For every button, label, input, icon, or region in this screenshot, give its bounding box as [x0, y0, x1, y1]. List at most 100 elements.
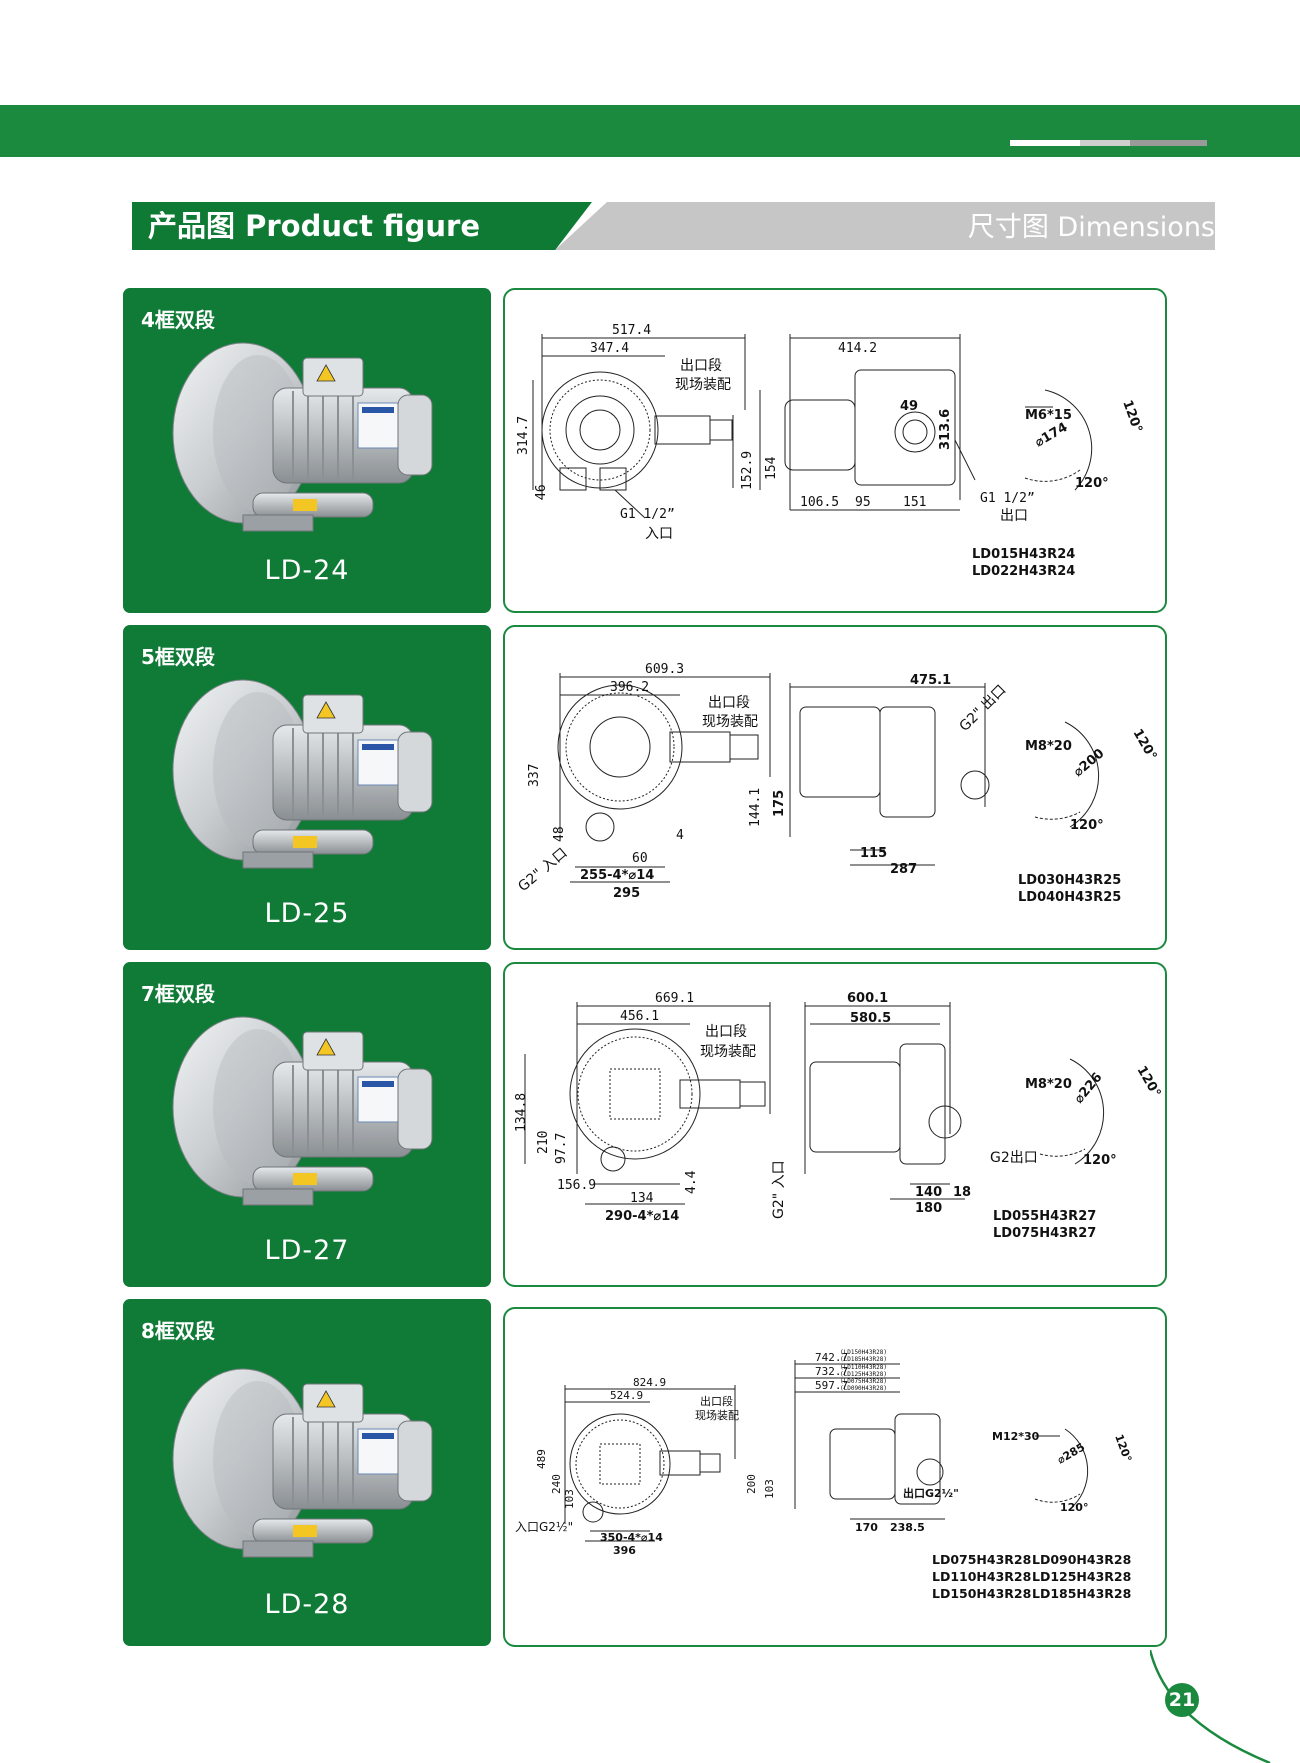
dim-210: 210 [536, 1131, 551, 1154]
dim-49: 49 [900, 399, 918, 414]
product-figure-title: 产品图 Product figure [148, 209, 480, 243]
model-code-list: LD055H43R27 LD075H43R27 [993, 1208, 1096, 1242]
stripe-deco-2 [1080, 140, 1130, 146]
angle-2: 120° [1083, 1153, 1117, 1168]
dim-b1: 115 [860, 846, 887, 861]
dim-small: 46 [534, 484, 549, 500]
model-code: LD030H43R25 [1018, 873, 1122, 888]
dim-97: 97.7 [554, 1133, 569, 1164]
angle-2: 120° [1075, 476, 1109, 491]
dim-len-3: 597.7 [815, 1379, 848, 1392]
dim-b2: 238.5 [890, 1521, 925, 1534]
dim-height: 337 [527, 764, 542, 787]
angle-1: 120° [1112, 1433, 1134, 1464]
frame-title: 5框双段 [141, 645, 215, 669]
dim-200: 200 [745, 1474, 758, 1494]
outlet-label: G2" 出口 [957, 682, 1010, 735]
pcd: ⌀174 [1033, 420, 1071, 450]
dimension-drawing: 669.1 456.1 出口段 现场装配 134.8 210 97.7 156.… [514, 991, 1164, 1224]
dimension-card-ld28: 824.9 524.9 出口段 现场装配 489 240 103 200 入口G… [503, 1307, 1167, 1647]
model-name: LD-25 [264, 898, 350, 929]
dimension-card-ld27: 669.1 456.1 出口段 现场装配 134.8 210 97.7 156.… [503, 962, 1167, 1287]
angle-2: 120° [1070, 818, 1104, 833]
dim-overall: 609.3 [645, 662, 684, 677]
bolt-spec: M6*15 [1025, 408, 1072, 423]
foot-width: 396 [613, 1544, 636, 1557]
pcd: ⌀285 [1055, 1441, 1087, 1467]
dim-body: 524.9 [610, 1389, 643, 1402]
outlet-note-2: 现场装配 [695, 1408, 739, 1422]
len-3-note-2: (LD090H43R28) [840, 1385, 887, 1392]
model-code-list: LD030H43R25 LD040H43R25 [1018, 872, 1121, 906]
angle-1: 120° [1119, 398, 1145, 435]
dim-small: 48 [552, 826, 567, 842]
model-code: LD150H43R28 [932, 1586, 1032, 1601]
dim-foot-134: 134 [630, 1191, 654, 1206]
dimension-drawing: 824.9 524.9 出口段 现场装配 489 240 103 200 入口G… [515, 1349, 1134, 1557]
outlet-label: 出口G2½" [903, 1486, 959, 1500]
outlet-note-1: 出口段 [680, 358, 722, 374]
dim-b2: 287 [890, 862, 917, 877]
model-name: LD-28 [264, 1589, 350, 1620]
dim-side-overall: 600.1 [847, 991, 888, 1006]
dim-foot-60: 60 [632, 851, 648, 866]
dim-overall: 517.4 [612, 323, 651, 338]
dim-b1: 140 [915, 1185, 942, 1200]
len-1-note-1: (LD150H43R28) [840, 1349, 887, 1356]
dimension-drawing: 609.3 396.2 出口段 现场装配 337 48 144.1 4 60 2… [515, 662, 1160, 901]
foot-width: 295 [613, 886, 640, 901]
dim-center: 152.9 [740, 451, 755, 490]
outlet-spec: G1 1/2” [980, 491, 1035, 506]
outlet-label: 出口 [1000, 508, 1028, 524]
model-code: LD110H43R28 [932, 1569, 1032, 1584]
dim-side-height: 154 [764, 456, 779, 480]
outlet-note-1: 出口段 [705, 1024, 747, 1040]
dim-body: 456.1 [620, 1009, 659, 1024]
outlet-note-2: 现场装配 [702, 714, 758, 730]
product-card-ld28: 8框双段 LD-28 [123, 1299, 491, 1646]
stripe-deco-1 [1010, 140, 1080, 146]
blower-photo [172, 1368, 433, 1558]
model-code: LD075H43R28 [932, 1552, 1032, 1567]
inlet-label: 入口G2½" [515, 1520, 573, 1534]
outlet-note-1: 出口段 [708, 695, 750, 711]
blower-photo [172, 342, 433, 532]
dim-b1: 170 [855, 1521, 878, 1534]
model-name: LD-24 [264, 555, 350, 586]
dimension-card-ld24: 517.4 347.4 出口段 现场装配 314.7 46 152.9 154 … [503, 288, 1167, 613]
inlet-spec: G1 1/2” [620, 507, 675, 522]
dim-b1: 106.5 [800, 495, 839, 510]
dim-103: 103 [563, 1489, 576, 1509]
dim-240: 240 [550, 1474, 563, 1494]
foot-holes: 290-4*⌀14 [605, 1209, 679, 1224]
angle-1: 120° [1130, 727, 1160, 764]
dim-b3: 180 [915, 1201, 942, 1216]
dim-b2: 95 [855, 495, 871, 510]
top-band [0, 105, 1300, 157]
dim-4: 4.4 [684, 1170, 699, 1194]
dim-b2: 18 [953, 1185, 971, 1200]
dim-overall: 824.9 [633, 1376, 666, 1389]
dim-side-h: 313.6 [938, 409, 953, 450]
model-code-list: LD015H43R24 LD022H43R24 [972, 546, 1075, 580]
bolt-spec: M12*30 [992, 1430, 1040, 1443]
dim-body: 396.2 [610, 680, 649, 695]
model-code: LD055H43R27 [993, 1209, 1097, 1224]
dim-4: 4 [676, 828, 684, 843]
frame-title: 8框双段 [141, 1319, 215, 1343]
dim-side-height: 175 [772, 790, 787, 817]
stripe-deco-3 [1130, 140, 1207, 146]
len-3-note-1: (LD075H43R28) [840, 1378, 887, 1385]
product-card-ld24: 4框双段 LD-24 [123, 288, 491, 613]
model-code-list: LD075H43R28 LD090H43R28 LD110H43R28 LD12… [932, 1551, 1132, 1602]
dim-height: 134.8 [514, 1093, 529, 1132]
frame-title: 7框双段 [141, 982, 215, 1006]
foot-holes: 350-4*⌀14 [600, 1531, 663, 1544]
foot-holes: 255-4*⌀14 [580, 868, 654, 883]
dim-overall: 669.1 [655, 991, 694, 1006]
angle-1: 120° [1134, 1064, 1164, 1101]
product-card-ld27: 7框双段 LD-27 [123, 962, 491, 1287]
outlet-note-2: 现场装配 [675, 377, 731, 393]
pcd: ⌀226 [1072, 1070, 1106, 1106]
bolt-spec: M8*20 [1025, 1077, 1072, 1092]
